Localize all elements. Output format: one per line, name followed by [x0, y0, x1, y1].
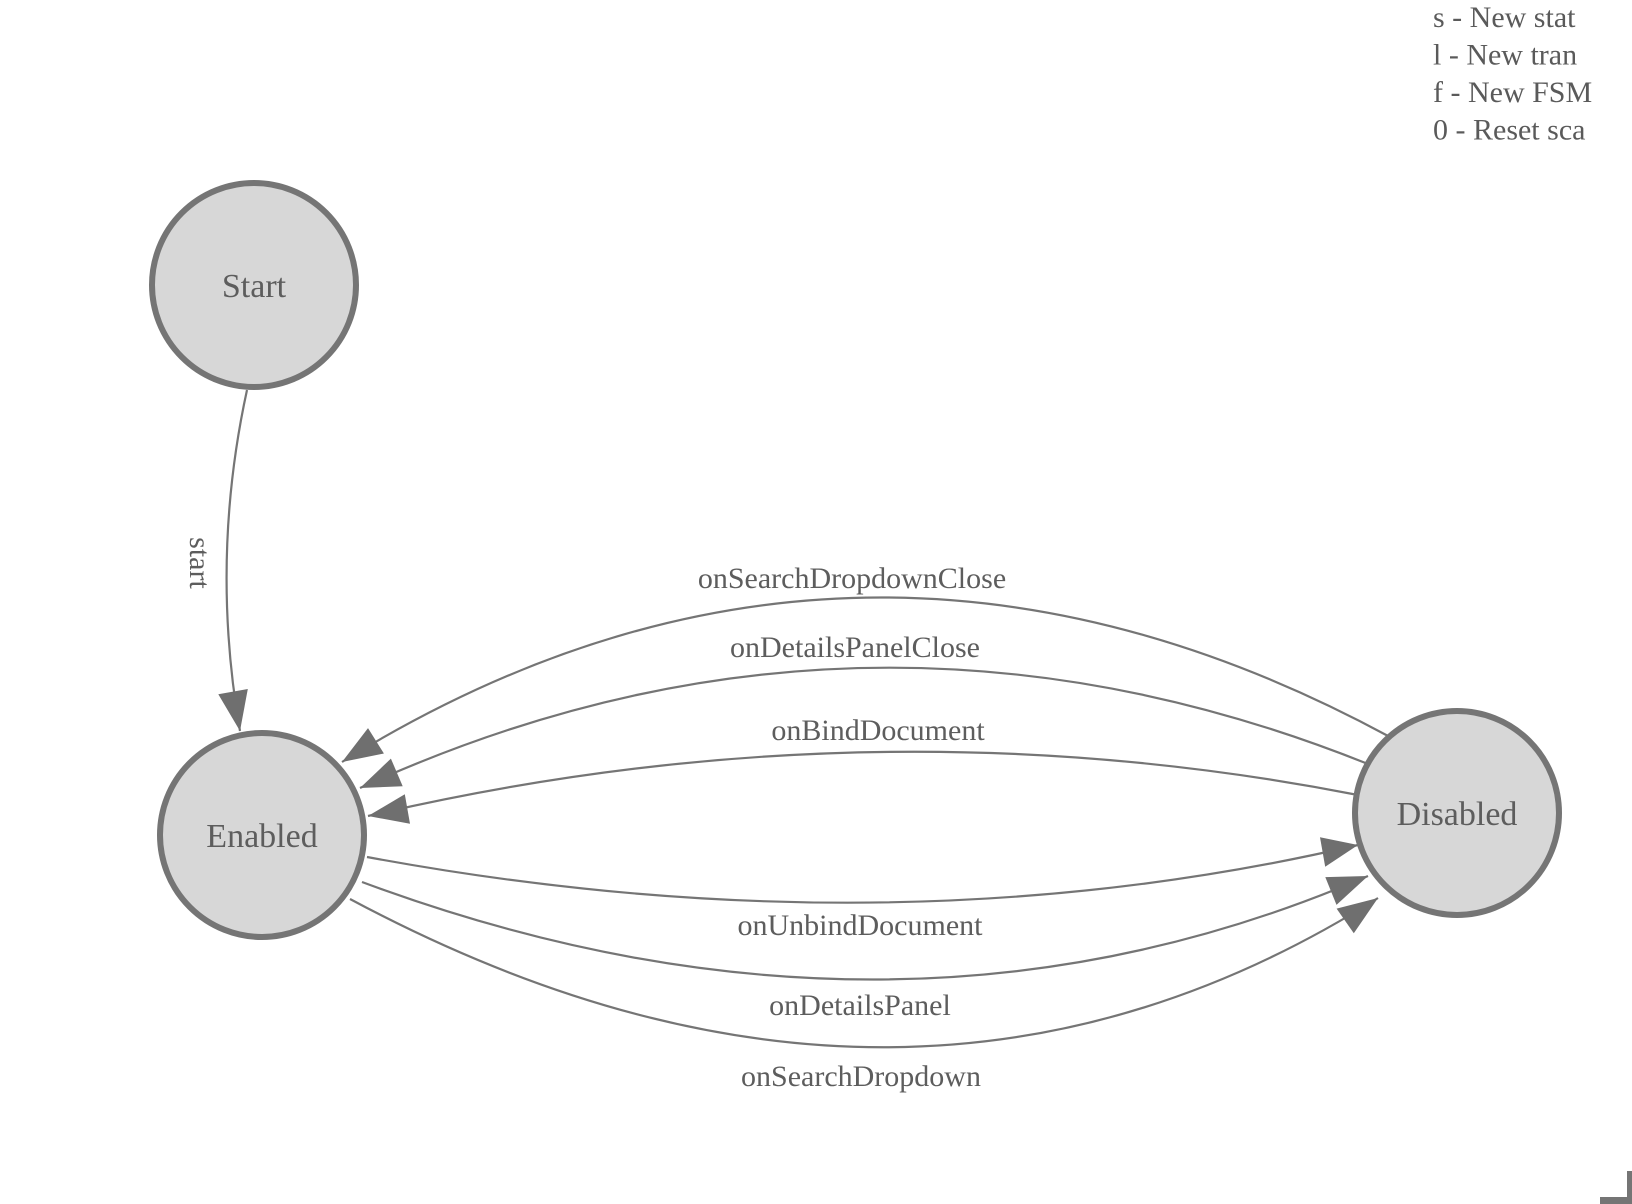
transition-onUnbindDocument[interactable]: onUnbindDocument: [366, 837, 1359, 942]
transition-start-curve[interactable]: [225, 389, 249, 732]
transition-curve[interactable]: [349, 897, 1379, 1049]
state-enabled-circle[interactable]: [157, 730, 367, 940]
transition-curve[interactable]: [341, 596, 1391, 763]
legend-line-new-transition: l - New tran: [1433, 39, 1577, 72]
arrowhead-into-enabled-icon: [218, 689, 248, 731]
corner-vertical-bar: [1627, 1171, 1632, 1204]
transition-curve[interactable]: [367, 750, 1359, 818]
arrowhead-into-disabled-icon: [1336, 898, 1378, 934]
state-disabled[interactable]: Disabled: [1352, 708, 1562, 918]
arrowhead-into-disabled-icon: [1320, 837, 1358, 867]
transition-label[interactable]: onBindDocument: [771, 714, 985, 747]
transition-label[interactable]: onSearchDropdownClose: [698, 562, 1006, 595]
transition-label[interactable]: start: [183, 537, 216, 589]
state-start-circle[interactable]: [149, 180, 359, 390]
clipped-box-corner: [1600, 1171, 1632, 1204]
transition-onBindDocument[interactable]: onBindDocument: [367, 714, 1359, 824]
transition-onSearchDropdownClose[interactable]: onSearchDropdownClose: [341, 562, 1391, 763]
state-label: Start: [222, 268, 287, 305]
transition-label[interactable]: onUnbindDocument: [738, 909, 984, 942]
state-enabled[interactable]: Enabled: [157, 730, 367, 940]
transition-curve[interactable]: [359, 666, 1369, 790]
legend-line-new-state: s - New stat: [1433, 1, 1576, 34]
transition-label[interactable]: onDetailsPanelClose: [730, 631, 980, 664]
transition-onDetailsPanelClose[interactable]: onDetailsPanelClose: [359, 631, 1369, 790]
transition-onSearchDropdown[interactable]: onSearchDropdown: [349, 897, 1379, 1093]
transition-label[interactable]: onDetailsPanel: [769, 989, 951, 1022]
state-label: Disabled: [1397, 796, 1518, 833]
transition-onDetailsPanel[interactable]: onDetailsPanel: [361, 874, 1369, 1022]
state-disabled-circle[interactable]: [1352, 708, 1562, 918]
legend-line-new-fsm: f - New FSM: [1433, 76, 1592, 109]
transition-label[interactable]: onSearchDropdown: [741, 1060, 981, 1093]
arrowhead-into-enabled-icon: [342, 728, 384, 762]
state-start[interactable]: Start: [149, 180, 359, 390]
corner-horizontal-bar: [1600, 1197, 1632, 1204]
shortcut-legend: s - New stat l - New tran f - New FSM 0 …: [1433, 1, 1592, 147]
transition-curve[interactable]: [361, 874, 1369, 981]
legend-line-reset: 0 - Reset sca: [1433, 114, 1585, 147]
arrowhead-into-enabled-icon: [360, 758, 403, 788]
transition-curve[interactable]: [366, 843, 1359, 904]
arrowhead-into-disabled-icon: [1325, 876, 1368, 905]
transition-start[interactable]: start: [183, 389, 249, 732]
arrowhead-into-enabled-icon: [368, 794, 410, 824]
state-label: Enabled: [206, 818, 317, 855]
